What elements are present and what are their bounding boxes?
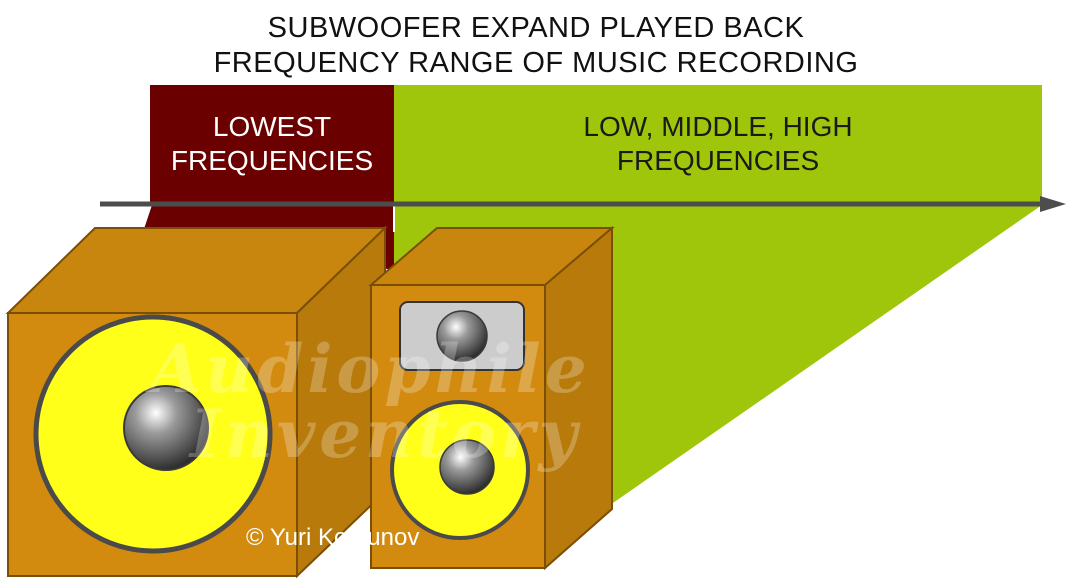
- satellite-speaker: [368, 225, 615, 571]
- lowest-label-line-1: LOWEST: [212, 111, 332, 142]
- full-frequency-band: [394, 85, 1042, 205]
- diagram-title-line-1: SUBWOOFER EXPAND PLAYED BACK: [267, 12, 805, 44]
- watermark-line-1: Audiophile: [150, 330, 591, 408]
- lowest-frequency-band: [150, 85, 394, 205]
- full-label-line-1: LOW, MIDDLE, HIGH: [583, 111, 853, 142]
- watermark-line-2: Inventory: [190, 395, 581, 473]
- lowest-frequencies-label: LOWEST FREQUENCIES: [150, 110, 394, 178]
- subwoofer-dust-cap-icon: [123, 385, 209, 471]
- subwoofer-speaker: [5, 225, 388, 579]
- tweeter-dome-icon: [436, 310, 488, 362]
- copyright-notice: © Yuri Korzunov: [246, 524, 420, 551]
- lowest-label-line-2: FREQUENCIES: [170, 145, 374, 176]
- midwoofer-dust-cap-icon: [439, 439, 495, 495]
- diagram-title-line-2: FREQUENCY RANGE OF MUSIC RECORDING: [213, 47, 859, 79]
- full-frequencies-label: LOW, MIDDLE, HIGH FREQUENCIES: [470, 110, 966, 178]
- arrow-head-icon: [1040, 196, 1066, 212]
- full-label-line-2: FREQUENCIES: [616, 145, 820, 176]
